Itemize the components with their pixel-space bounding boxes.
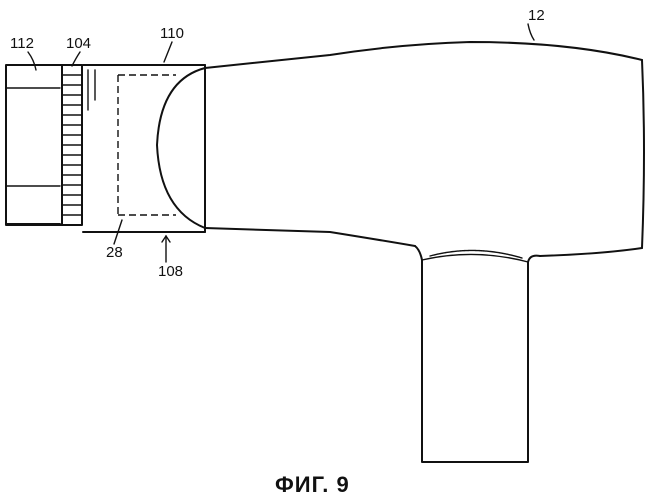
label-104: 104 — [66, 35, 91, 52]
front-cap — [6, 65, 62, 225]
label-110: 110 — [160, 25, 184, 42]
ribbed-ring — [62, 65, 82, 225]
dryer-housing — [205, 42, 644, 256]
dryer-handle — [415, 246, 540, 462]
label-108: 108 — [158, 263, 183, 280]
label-12: 12 — [528, 7, 545, 24]
label-112: 112 — [10, 35, 34, 52]
figure-caption: ФИГ. 9 — [275, 472, 350, 497]
label-28: 28 — [106, 244, 123, 261]
front-curve — [157, 68, 205, 228]
nozzle-attachment — [83, 65, 205, 232]
